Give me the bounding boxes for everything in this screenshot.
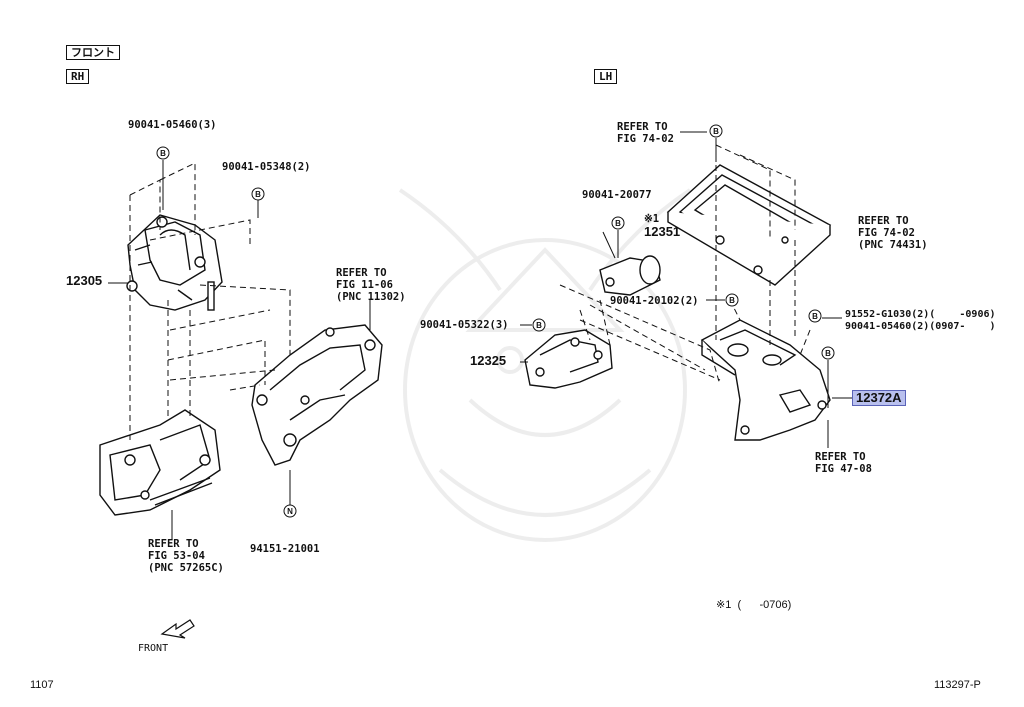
watermark-emblem — [398, 188, 692, 542]
part-12305-label[interactable]: 12305 — [66, 273, 103, 288]
part-91552-g1030-label[interactable]: 91552-G1030(2)( -0906) — [845, 309, 996, 320]
part-12351-label[interactable]: 12351 — [644, 224, 681, 239]
part-12372a-drawing[interactable] — [700, 319, 831, 441]
part-12372a-label[interactable]: 12372A — [852, 390, 906, 406]
refer-fig-74-02-right-label[interactable]: REFER TO FIG 74-02 (PNC 74431) — [858, 215, 928, 251]
front-label: FRONT — [138, 643, 169, 654]
footer-left-code: 1107 — [30, 679, 54, 691]
refer-fig-74-02-top-label[interactable]: REFER TO FIG 74-02 — [617, 121, 674, 145]
refer-fig-11-06-label[interactable]: REFER TO FIG 11-06 (PNC 11302) — [336, 267, 406, 303]
marker-b-1 — [156, 146, 170, 160]
marker-b-text: B — [160, 149, 166, 158]
part-90041-05322-3-label[interactable]: 90041-05322(3) — [420, 319, 509, 331]
part-90041-20077-label[interactable]: 90041-20077 — [582, 189, 652, 201]
part-90041-20102-2-label[interactable]: 90041-20102(2) — [610, 295, 699, 307]
part-90041-05460-3-label[interactable]: 90041-05460(3) — [128, 119, 217, 131]
part-90041-05460-2-label[interactable]: 90041-05460(2)(0907- ) — [845, 321, 996, 332]
marker-b-text: B — [713, 127, 719, 136]
marker-letters: B B B B B B B B N — [160, 127, 831, 516]
marker-n-text: N — [287, 507, 293, 516]
dashed-guide-lines — [129, 144, 811, 440]
marker-circles — [156, 124, 835, 518]
marker-b-8 — [821, 346, 835, 360]
marker-b-6 — [532, 318, 546, 332]
marker-b-3 — [709, 124, 723, 138]
part-12351-drawing[interactable] — [599, 255, 661, 296]
part-94151-21001-label[interactable]: 94151-21001 — [250, 543, 320, 555]
part-12305-drawing[interactable] — [126, 214, 223, 311]
marker-b-text: B — [255, 190, 261, 199]
refer-fig-53-04-label[interactable]: REFER TO FIG 53-04 (PNC 57265C) — [148, 538, 224, 574]
marker-b-2 — [251, 187, 265, 201]
footer-right-code: 113297-P — [934, 679, 981, 691]
lh-label: LH — [594, 69, 618, 84]
front-arrow-icon — [160, 619, 195, 639]
battery-tray-drawing — [666, 164, 832, 286]
marker-b-text: B — [825, 349, 831, 358]
marker-b-text: B — [536, 321, 542, 330]
part-engine-bracket-drawing — [251, 324, 383, 466]
front-jp-label: フロント — [66, 45, 120, 60]
marker-b-text: B — [729, 296, 735, 305]
marker-b-5 — [725, 293, 739, 307]
part-90041-05348-2-label[interactable]: 90041-05348(2) — [222, 161, 311, 173]
footnote: ※1 ( -0706) — [716, 599, 792, 611]
marker-n-1 — [283, 504, 297, 518]
refer-fig-47-08-label[interactable]: REFER TO FIG 47-08 — [815, 451, 872, 475]
note-mark-1: ※1 — [644, 213, 660, 225]
marker-b-text: B — [812, 312, 818, 321]
leader-lines — [108, 131, 852, 540]
marker-b-text: B — [615, 219, 621, 228]
rh-label: RH — [66, 69, 90, 84]
part-12325-label[interactable]: 12325 — [470, 353, 507, 368]
marker-b-7 — [808, 309, 822, 323]
part-12325-drawing[interactable] — [524, 329, 613, 389]
marker-b-4 — [611, 216, 625, 230]
part-lower-bracket-drawing — [99, 409, 221, 516]
